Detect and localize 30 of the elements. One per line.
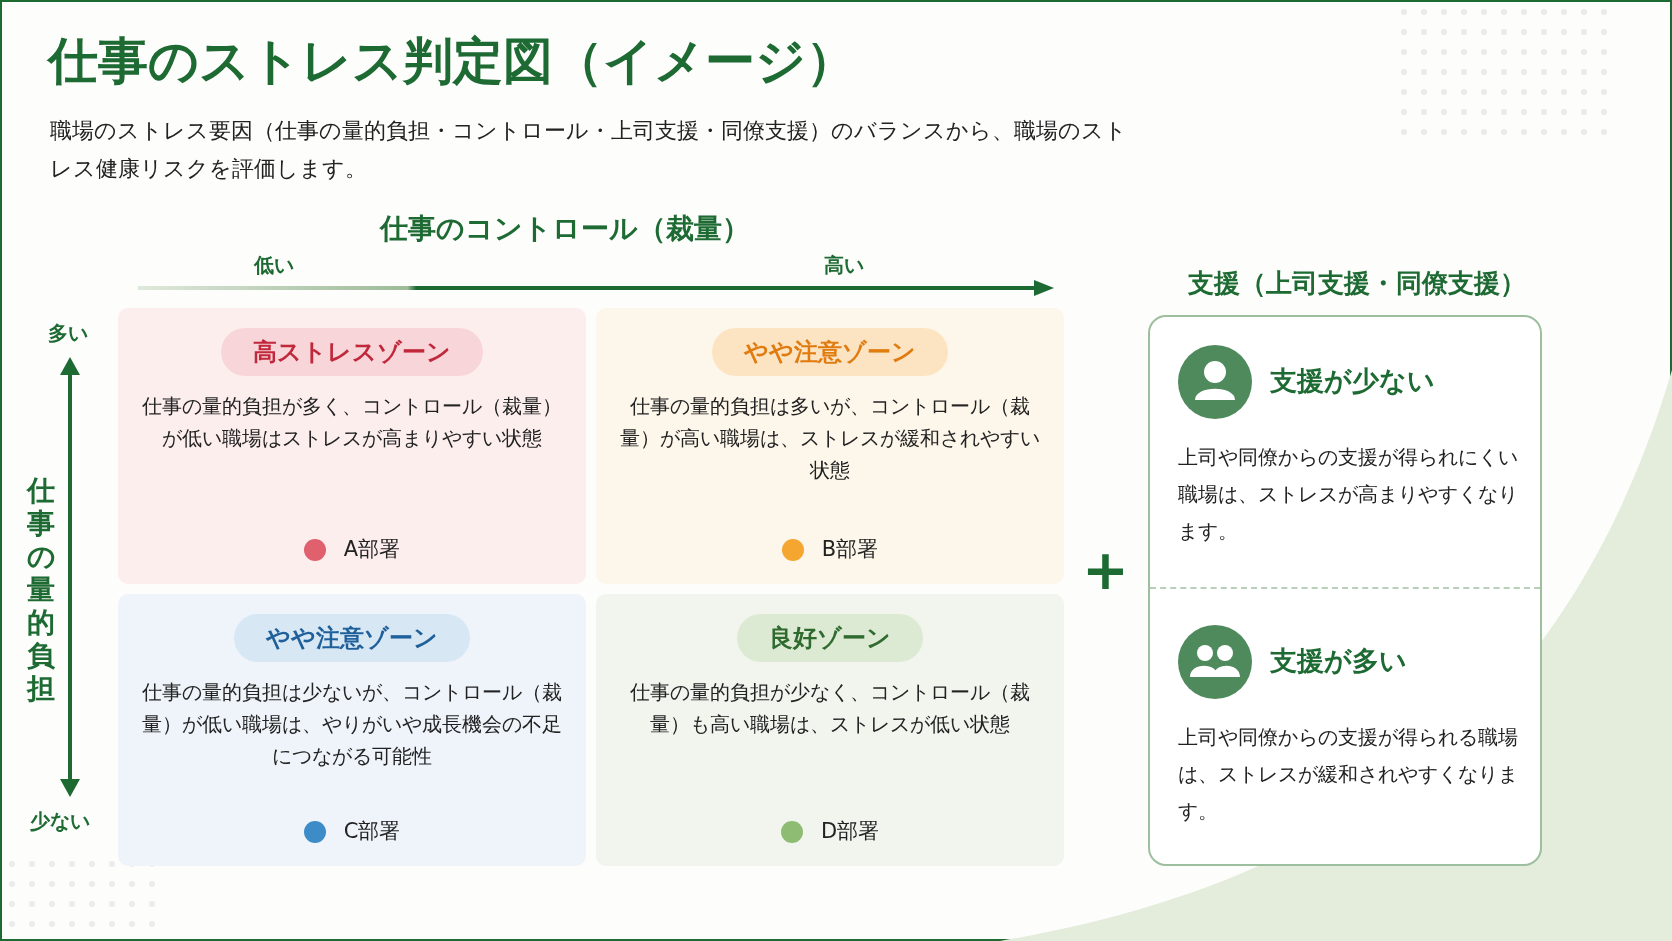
axis-label: 低い — [254, 252, 294, 279]
zone-description: 仕事の量的負担は少ないが、コントロール（裁量）が低い職場は、やりがいや成長機会の不足につながる可能性 — [141, 679, 563, 770]
plus-sign: + — [1082, 540, 1129, 600]
department-label: C部署 — [343, 819, 401, 843]
panel-heading: 支援（上司支援・同僚支援） — [1188, 267, 1526, 300]
section-text: 上司や同僚からの支援が得られる職場は、ストレスが緩和されやすくなります。 — [1178, 725, 1519, 825]
subtitle: 職場のストレス要因（仕事の量的負担・コントロール・上司支援・同僚支援）のバランスから、職場のストレス健康リスクを評価します。 — [50, 117, 1128, 183]
section-heading: 支援が少ない — [1270, 364, 1435, 398]
title: 仕事のストレス判定図（イメージ） — [48, 31, 856, 92]
zone-badge: やや注意ゾーン — [234, 614, 470, 662]
department-label: A部署 — [343, 537, 401, 561]
department-label: B部署 — [821, 537, 879, 561]
zone-description: 仕事の量的負担が多く、コントロール（裁量）が低い職場はストレスが高まりやすい状態 — [141, 393, 563, 452]
axis-label: 少ない — [30, 808, 90, 835]
zone-description: 仕事の量的負担が少なく、コントロール（裁量）も高い職場は、ストレスが低い状態 — [629, 679, 1031, 738]
axis-label: 高い — [824, 252, 864, 279]
zone-card — [118, 594, 586, 866]
zone-card — [118, 308, 586, 584]
zone-badge: やや注意ゾーン — [712, 328, 948, 376]
zone-description: 仕事の量的負担は多いが、コントロール（裁量）が高い職場は、ストレスが緩和されやすい状態 — [619, 393, 1041, 484]
zone-badge: 良好ゾーン — [737, 614, 923, 662]
zone-card — [596, 594, 1064, 866]
zone-card — [596, 308, 1064, 584]
axis-label: 多い — [48, 320, 88, 347]
section-text: 上司や同僚からの支援が得られにくい職場は、ストレスが高まりやすくなります。 — [1178, 445, 1519, 545]
axis-title: 仕事の量的負担 — [25, 474, 57, 705]
department-label: D部署 — [820, 819, 880, 843]
section-heading: 支援が多い — [1270, 644, 1407, 678]
axis-title: 仕事のコントロール（裁量） — [380, 211, 750, 247]
zone-badge: 高ストレスゾーン — [221, 328, 483, 376]
